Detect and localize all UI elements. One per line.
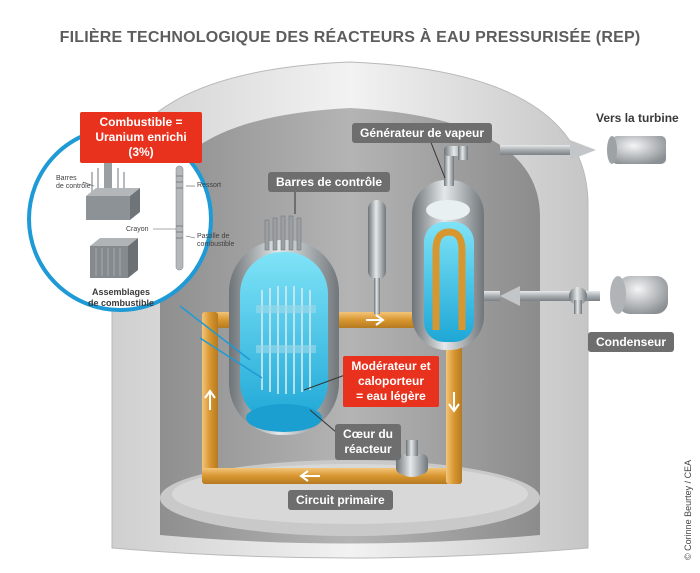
moderator-line-2: caloporteur bbox=[357, 374, 424, 388]
steam-generator bbox=[412, 146, 484, 350]
label-primary-circuit: Circuit primaire bbox=[288, 490, 393, 510]
fuel-line-2: Uranium enrichi (3%) bbox=[95, 130, 187, 159]
moderator-line-3: = eau légère bbox=[356, 389, 426, 403]
inset-label-control-rods: Barres de contrôle bbox=[56, 175, 91, 191]
core-line-1: Cœur du bbox=[343, 427, 393, 441]
fuel-rod bbox=[175, 165, 184, 271]
assemblies-line-2: de combustible bbox=[87, 298, 154, 308]
label-condenser: Condenseur bbox=[588, 332, 675, 352]
inset-label-spring: Ressort bbox=[197, 182, 222, 189]
primary-pump bbox=[396, 440, 428, 477]
control-rod-cluster bbox=[86, 148, 140, 220]
label-control-rods: Barres de contrôle bbox=[268, 172, 391, 192]
steam-line bbox=[500, 140, 596, 160]
fuel-line-1: Combustible = bbox=[99, 115, 183, 129]
reactor-vessel bbox=[229, 215, 339, 435]
assemblies-line-1: Assemblages bbox=[91, 287, 151, 297]
label-moderator: Modérateur et caloporteur = eau légère bbox=[343, 356, 439, 407]
label-turbine: Vers la turbine bbox=[596, 111, 679, 125]
fuel-assembly-inset bbox=[27, 126, 213, 312]
fuel-assembly bbox=[90, 238, 138, 278]
label-reactor-core: Cœur du réacteur bbox=[335, 424, 401, 460]
label-steam-generator: Générateur de vapeur bbox=[352, 123, 493, 143]
core-line-2: réacteur bbox=[344, 442, 392, 456]
moderator-line-1: Modérateur et bbox=[351, 359, 431, 373]
inset-pellet-line-2: combustible bbox=[197, 241, 235, 248]
inset-label-rod: Crayon bbox=[126, 226, 149, 233]
inset-label-pellet: Pastille de combustible bbox=[197, 233, 234, 249]
pressurizer bbox=[368, 200, 386, 314]
feedwater-line bbox=[484, 286, 600, 314]
inset-pellet-line-1: Pastille de bbox=[197, 233, 230, 240]
condenser-icon bbox=[610, 276, 668, 314]
inset-control-rods-line-1: Barres bbox=[56, 175, 77, 182]
turbine-icon bbox=[607, 136, 666, 164]
label-fuel: Combustible = Uranium enrichi (3%) bbox=[80, 112, 202, 163]
inset-label-assemblies: Assemblages de combustible bbox=[84, 287, 158, 309]
page-title: FILIÈRE TECHNOLOGIQUE DES RÉACTEURS À EA… bbox=[59, 29, 641, 46]
inset-control-rods-line-2: de contrôle bbox=[56, 183, 91, 190]
photo-credit: © Corinne Beurtey / CEA bbox=[683, 459, 693, 560]
